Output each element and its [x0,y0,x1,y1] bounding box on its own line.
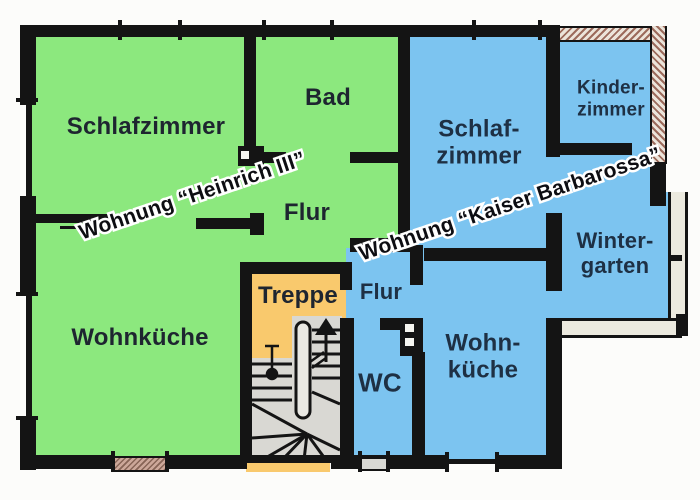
wall-tick [165,451,169,472]
sill-bottom-wohnkueche [447,459,497,464]
door-symbol [241,151,249,159]
room-label-bad: Bad [305,84,351,111]
wall-bad-flur-2 [350,152,404,163]
door-symbol [405,338,414,346]
label-line: Kinder- [577,77,645,99]
wall-bottom-1 [22,455,115,469]
stairs-icon [252,316,342,460]
label-line: Wohn- [445,329,521,357]
wall-tick [111,451,115,472]
window-bottom-left [113,456,167,472]
apartment-barbarossa-main-area [404,31,556,461]
room-kinderzimmer-area [552,31,664,332]
wall-tick [445,452,449,472]
label-line: garten [580,253,650,278]
wall-tick [178,20,182,40]
room-label-flur-barbarossa: Flur [359,279,403,304]
wall-tick [16,416,38,420]
wall-tick [386,451,390,472]
wall-stairwell-top [240,262,352,274]
wall-tick [472,20,476,40]
room-label-wohnkueche-heinrich: Wohnküche [71,324,209,351]
room-label-wc: WC [358,367,402,398]
label-line: küche [447,357,519,384]
wall-schlafzimmer-wohnkueche-1 [34,214,110,223]
wall-left-window2 [26,292,32,422]
wall-kinderzimmer-left [546,27,560,157]
up-arrow-icon [309,318,337,370]
wall-top-window-kinderzimmer [556,26,662,42]
wall-tick [262,20,266,40]
room-label-kinderzimmer: Kinder- zimmer [577,77,645,120]
wall-tick [118,20,122,40]
wall-wintergarten-glass-bottom [558,318,682,338]
wall-tick [538,20,542,40]
label-line: Winter- [576,227,654,253]
wintergarten-corner-post [676,314,688,336]
wall-apartment-divider [398,25,410,250]
room-label-schlafzimmer-heinrich: Schlafzimmer [66,113,226,140]
wall-stairwell-left [240,262,252,460]
wall-kinderzimmer-bottom [558,143,632,155]
wall-stairwell-right [340,318,354,458]
wall-flur-pier [250,213,264,235]
room-label-wintergarten: Winter- garten [577,228,654,278]
wall-bottom-4 [497,455,562,469]
wall-wohnkueche-blue-right [546,318,562,458]
wall-wc-top [380,318,404,330]
label-line: Schlaf- [438,115,520,143]
wall-left-pier1 [20,25,36,105]
window-bottom-wc [360,457,386,471]
wall-stairwell-right-pier [340,262,352,290]
wall-wc-wohnkueche-divider [412,352,425,458]
wall-tick [16,292,38,296]
wall-right-pier [650,162,666,206]
newel-post-icon [265,344,279,381]
wall-tick [16,98,38,102]
wall-schlafzimmer-bad-divider [244,25,256,151]
wall-tick [495,452,499,472]
wall-wintergarten-left-pier [546,213,562,291]
wall-bad-flur-1 [256,152,286,163]
wall-wohnkueche-blue-top [424,248,546,261]
wall-right-window-kinderzimmer [650,26,667,164]
stairwell-threshold [246,461,330,472]
wall-left-pier2 [20,196,36,296]
door-leaf-schlafzimmer [60,226,108,229]
wall-tick [358,451,362,472]
label-line: zimmer [436,143,522,170]
wintergarten-mullion [668,255,682,261]
wall-flur-blue-right-pier [410,245,423,285]
wall-tick [330,20,334,40]
wall-bottom-stairs [247,455,331,463]
room-label-wohnkueche-barbarossa: Wohn- küche [445,330,520,385]
wall-top [22,25,560,37]
wall-bottom-2 [165,455,247,469]
wall-left-window1 [26,100,32,200]
wall-schlafzimmer-wohnkueche-2 [196,218,252,229]
room-label-schlafzimmer-barbarossa: Schlaf- zimmer [436,116,521,171]
room-label-treppe: Treppe [258,282,338,309]
wall-wintergarten-glass-right [668,192,688,332]
label-line: zimmer [577,99,645,120]
wall-flur-divider [350,238,412,252]
room-label-flur-heinrich: Flur [283,199,331,226]
door-symbol [405,324,414,332]
